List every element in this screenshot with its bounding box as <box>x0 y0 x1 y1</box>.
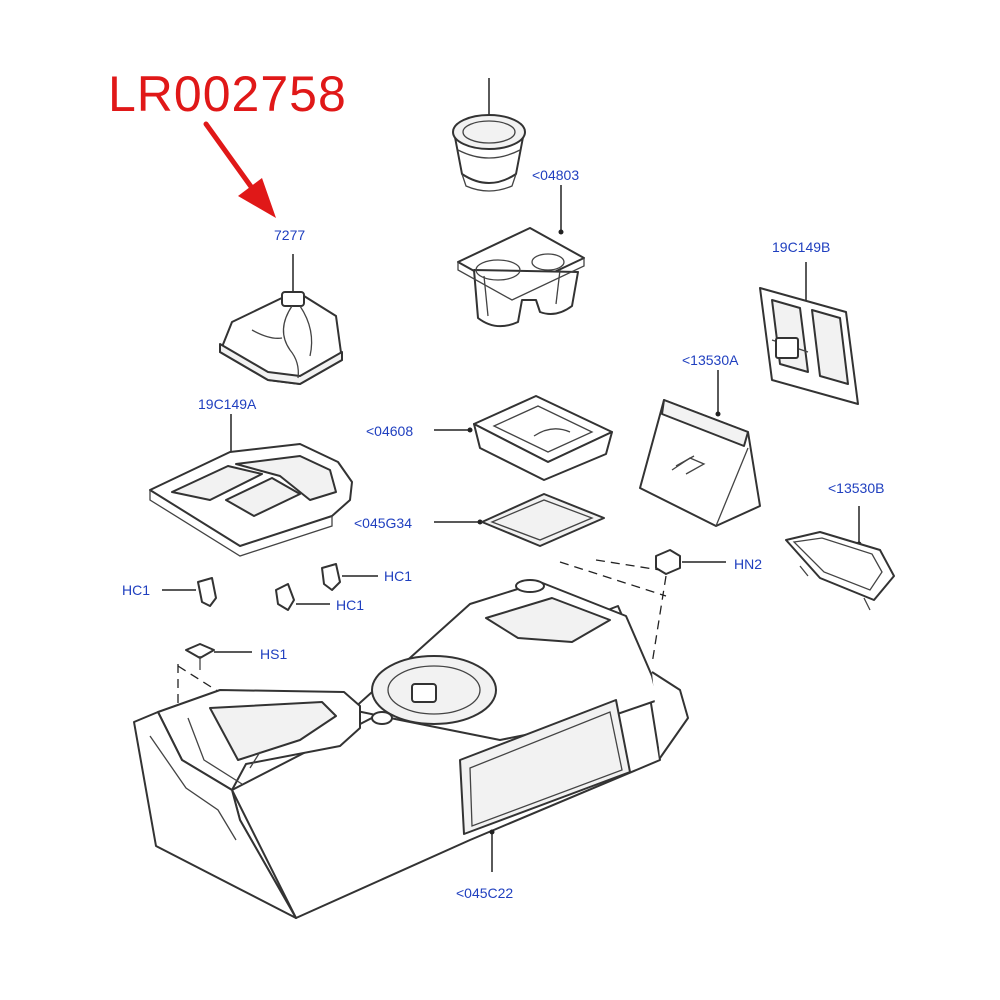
part-number-title: LR002758 <box>108 66 347 122</box>
label-cupholder-insert: <04803 <box>532 167 580 183</box>
nut-hn2 <box>655 549 726 575</box>
bracket-b <box>759 262 859 405</box>
cupholder-insert <box>457 185 585 328</box>
screw-hs1 <box>185 643 252 670</box>
label-console: <045C22 <box>456 885 514 901</box>
cup-holder-cup <box>452 78 526 192</box>
storage-tray <box>434 395 613 481</box>
label-clip-right: HC1 <box>384 568 413 584</box>
gear-boot <box>219 254 343 385</box>
label-mat: <045G34 <box>354 515 412 531</box>
assembly-guides <box>177 559 667 712</box>
label-bracket-b: 19C149B <box>772 239 831 255</box>
label-gear-boot: 7277 <box>274 227 306 243</box>
storage-bin-b <box>785 506 895 611</box>
label-bin-b: <13530B <box>828 480 885 496</box>
clip-hc1-left <box>162 577 217 607</box>
label-tray: <04608 <box>366 423 414 439</box>
clip-hc1-right <box>321 563 378 591</box>
label-screw: HS1 <box>260 646 288 662</box>
center-console <box>133 579 689 919</box>
label-nut: HN2 <box>734 556 763 572</box>
clip-hc1-mid <box>275 583 330 611</box>
label-panel-a: 19C149A <box>198 396 257 412</box>
label-bin-a: <13530A <box>682 352 739 368</box>
storage-bin-a <box>639 370 761 527</box>
red-arrow-icon <box>203 121 276 218</box>
label-clip-left: HC1 <box>122 582 151 598</box>
label-clip-mid: HC1 <box>336 597 365 613</box>
rubber-mat <box>434 493 605 547</box>
trim-panel-a <box>149 414 353 557</box>
